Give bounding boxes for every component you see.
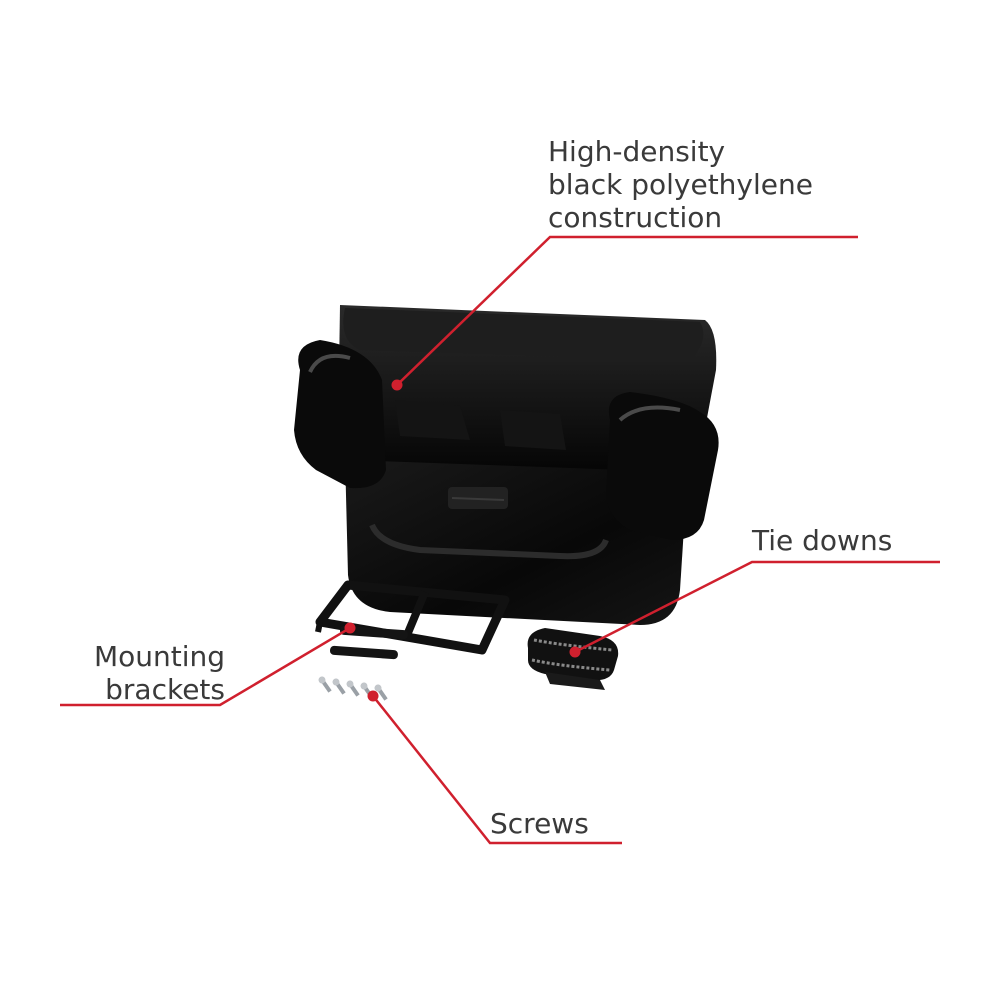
callout-label-line: brackets xyxy=(105,673,225,706)
box-right-strap-highlight xyxy=(618,405,681,422)
callout-label-mounting-brackets: Mounting brackets xyxy=(80,640,225,706)
callout-label-line: black polyethylene xyxy=(548,168,813,201)
box-front-recess xyxy=(369,523,609,560)
box-left-strap-guide xyxy=(294,340,386,489)
callout-dot-tie-downs xyxy=(569,646,581,658)
callout-label-construction: High-density black polyethylene construc… xyxy=(548,135,813,234)
callout-label-line: construction xyxy=(548,201,723,234)
box-lid-vent-left xyxy=(395,400,470,440)
callout-dots xyxy=(344,379,581,702)
screws-illustration xyxy=(318,676,388,701)
box-left-strap-highlight xyxy=(308,353,351,373)
callout-dot-screws xyxy=(367,690,379,702)
callout-line-brackets xyxy=(60,626,351,707)
callout-label-line: Mounting xyxy=(93,640,225,673)
callout-label-tie-downs: Tie downs xyxy=(752,524,892,557)
callout-lines xyxy=(60,235,940,845)
battery-box xyxy=(294,305,719,625)
box-right-strap-guide xyxy=(606,392,719,540)
callout-line-screws xyxy=(372,695,622,845)
callout-dot-construction xyxy=(391,379,403,391)
mounting-bracket-frame xyxy=(315,580,510,655)
callout-label-line: High-density xyxy=(548,135,726,168)
box-lid-vent-right xyxy=(500,410,566,450)
mounting-bracket-straps xyxy=(330,625,408,660)
callout-label-line: Screws xyxy=(490,807,589,840)
callout-label-screws: Screws xyxy=(490,807,589,840)
callout-dot-brackets xyxy=(344,622,356,634)
box-body xyxy=(345,455,688,625)
callout-label-line: Tie downs xyxy=(752,524,893,557)
callout-line-tie-downs xyxy=(574,560,940,654)
callout-line-construction xyxy=(396,235,858,386)
box-lid-top xyxy=(343,308,704,360)
